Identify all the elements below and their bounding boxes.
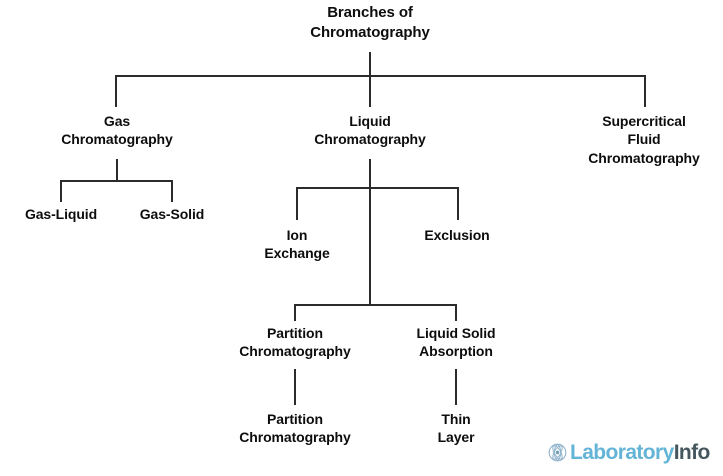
connector-level1-drop-liquid — [369, 75, 371, 107]
node-partition-chromatography: Partition Chromatography — [239, 325, 351, 360]
connector-level4-stem-partition — [294, 369, 296, 405]
connector-gas-drop-gas-liquid — [60, 180, 62, 202]
laboratoryinfo-watermark: LaboratoryInfo — [548, 442, 710, 463]
connector-liquid-drop-ion-exchange — [296, 187, 298, 220]
connector-liquid-drop-exclusion — [457, 187, 459, 220]
atom-mark-icon — [548, 443, 567, 462]
connector-liquid-bus — [296, 187, 459, 189]
node-liquid-solid-absorption: Liquid Solid Absorption — [416, 325, 496, 360]
node-liquid-chromatography: Liquid Chromatography — [314, 113, 426, 148]
connector-liquid-trunk — [369, 159, 371, 306]
connector-level3-drop-partition — [294, 304, 296, 321]
node-branches-of-chromatography: Branches of Chromatography — [310, 4, 430, 41]
node-thin-layer: Thin Layer — [437, 411, 475, 446]
connector-gas-drop-gas-solid — [171, 180, 173, 202]
node-gas-solid: Gas-Solid — [139, 206, 205, 222]
connector-root-stem — [369, 52, 371, 76]
node-partition-chromatography-leaf: Partition Chromatography — [239, 411, 351, 446]
watermark-brand-primary: Laboratory — [570, 441, 674, 464]
connector-level4-stem-thin-layer — [455, 369, 457, 405]
node-ion-exchange: Ion Exchange — [264, 227, 330, 262]
connector-gas-bus — [60, 180, 173, 182]
node-gas-chromatography: Gas Chromatography — [61, 113, 173, 148]
node-gas-liquid: Gas-Liquid — [24, 206, 98, 222]
connector-gas-stem — [116, 159, 118, 181]
node-exclusion: Exclusion — [424, 227, 490, 243]
node-supercritical-fluid-chromatography: Supercritical Fluid Chromatography — [588, 113, 700, 166]
connector-level1-drop-supercritical — [644, 75, 646, 107]
watermark-brand-text: LaboratoryInfo — [570, 442, 710, 463]
watermark-brand-secondary: Info — [673, 441, 711, 464]
connector-liquid-level3-bus — [294, 304, 457, 306]
connector-level1-bus — [115, 75, 646, 77]
connector-level1-drop-gas — [115, 75, 117, 107]
connector-level3-drop-liquid-solid — [455, 304, 457, 321]
